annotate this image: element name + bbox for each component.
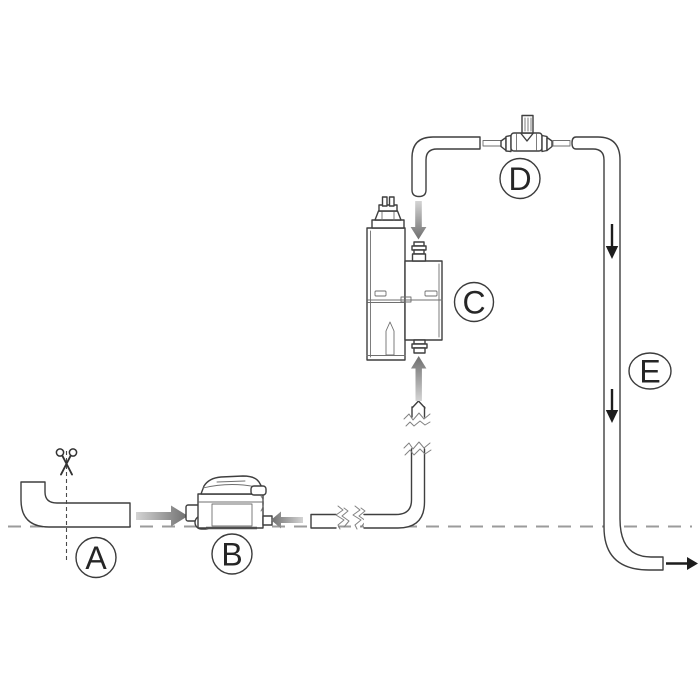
label-badge-a: A: [75, 536, 117, 579]
label-circle-d: [499, 157, 541, 200]
label-text-c: C: [462, 285, 485, 321]
c-electrode-pin: [381, 196, 388, 207]
d-valve-body: [510, 132, 543, 152]
tube-piece-short: [412, 402, 425, 418]
tube-elbow-up: [364, 449, 425, 528]
pump-front-panel: [211, 503, 253, 527]
part-a-drain-pipe: A: [20, 448, 131, 579]
pump-lid-ridge: [216, 480, 246, 483]
label-circle-e: [628, 352, 672, 390]
label-badge-c: C: [453, 281, 495, 323]
part-b-pump-unit: B: [185, 475, 273, 575]
d-valve-facets: [516, 133, 537, 151]
d-right-barb: [546, 136, 553, 152]
flow-arrow-down-2: [605, 389, 619, 423]
tube-run-b-to-c: [310, 356, 432, 530]
tube-break-mark: [404, 448, 432, 456]
label-text-d: D: [508, 161, 531, 197]
tube-break-mark: [352, 505, 362, 530]
outflow-arrow: [666, 557, 698, 570]
pump-body: [197, 493, 264, 529]
tube-break-mark: [403, 441, 431, 450]
gray-arrow-tube-to-b: [271, 511, 303, 529]
part-c-detection-unit: C: [366, 196, 495, 361]
pump-latch: [250, 485, 267, 496]
c-vent-slot: [374, 290, 387, 297]
c-electrode-pin: [388, 196, 395, 207]
flow-arrow-down-1: [605, 224, 619, 259]
part-d-inline-valve: D: [411, 114, 571, 200]
gray-arrow-down-to-c: [410, 201, 427, 240]
label-circle-a: [75, 536, 117, 579]
scissors-icon: [55, 448, 78, 476]
c-cap-facets: [381, 211, 395, 221]
d-left-elbow-tube: [411, 136, 481, 198]
d-right-barb-2: [541, 134, 548, 153]
c-bottom-barb-outlet: [411, 339, 428, 354]
label-badge-e: E: [628, 352, 672, 390]
d-left-barb: [500, 136, 507, 152]
c-cap-collar: [378, 204, 398, 212]
label-circle-c: [453, 281, 495, 323]
pump-cable: [260, 495, 264, 512]
c-top-barb-inlet: [411, 241, 427, 262]
d-valve-notch: [520, 132, 534, 142]
tube-break-mark: [335, 505, 345, 530]
tube-piece-horizontal: [311, 514, 337, 528]
d-stem-ribs: [524, 117, 532, 132]
tube-break-mark: [341, 507, 350, 528]
d-valve-stem: [521, 114, 534, 134]
label-text-a: A: [85, 540, 107, 576]
part-e-discharge-pipe: E: [571, 136, 698, 571]
gray-arrow-a-to-b: [136, 505, 188, 527]
label-badge-b: B: [211, 533, 253, 575]
c-cap-flange: [371, 219, 405, 229]
c-cap-nut: [374, 210, 402, 221]
gray-arrow-up-to-c: [411, 356, 427, 401]
c-vent-slot: [424, 290, 438, 297]
d-left-nipple: [482, 140, 502, 147]
c-float-probe: [385, 321, 395, 356]
label-badge-d: D: [499, 157, 541, 200]
pump-outlet-port: [262, 515, 273, 526]
label-circle-b: [211, 533, 253, 575]
pump-lid: [200, 475, 264, 495]
drain-pipe-elbow: [20, 481, 131, 528]
e-pipe: [571, 136, 664, 571]
tube-break-mark: [405, 420, 431, 427]
tube-break-mark: [403, 412, 431, 421]
d-left-barb-2: [505, 134, 512, 153]
label-text-b: B: [221, 537, 242, 573]
c-tab: [400, 296, 412, 303]
d-right-nipple: [552, 140, 571, 147]
label-text-e: E: [639, 354, 660, 390]
